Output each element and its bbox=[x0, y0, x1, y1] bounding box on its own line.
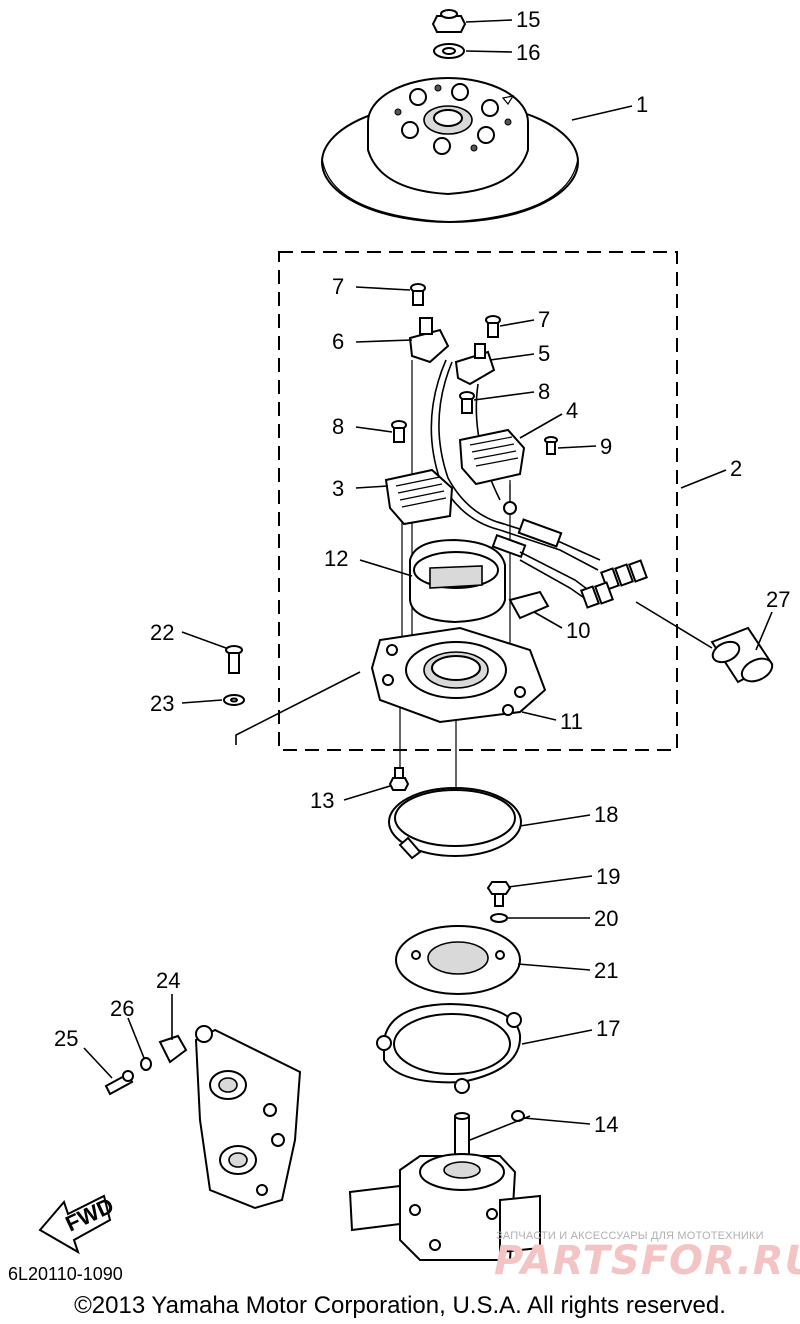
callout-7: 7 bbox=[332, 274, 344, 299]
part-4-charge-coil bbox=[458, 428, 526, 515]
copyright-notice: ©2013 Yamaha Motor Corporation, U.S.A. A… bbox=[74, 1292, 726, 1319]
part-16-washer bbox=[433, 43, 465, 59]
part-3-pulser-coil bbox=[384, 468, 454, 526]
callout-27: 27 bbox=[766, 587, 790, 612]
assembly-2-outline bbox=[278, 251, 678, 751]
part-11-stator-base bbox=[370, 626, 547, 724]
callout-16: 16 bbox=[516, 40, 540, 65]
part-6-clamp bbox=[408, 317, 450, 364]
callout-8: 8 bbox=[332, 414, 344, 439]
callout-9: 9 bbox=[600, 434, 612, 459]
part-25-screw bbox=[104, 1070, 134, 1096]
connector-terminals-upper bbox=[600, 559, 648, 591]
callout-5: 5 bbox=[538, 341, 550, 366]
leader-lines bbox=[83, 19, 773, 1141]
part-7-screw-right bbox=[485, 315, 501, 338]
callout-23: 23 bbox=[150, 691, 174, 716]
part-13-bolt bbox=[388, 767, 410, 791]
part-10-clip bbox=[508, 590, 550, 620]
part-9-screw bbox=[544, 436, 558, 455]
fwd-arrow: FWD bbox=[38, 1193, 118, 1255]
callout-10: 10 bbox=[566, 618, 590, 643]
powerhead-housing bbox=[348, 1112, 541, 1261]
callout-7: 7 bbox=[538, 307, 550, 332]
callout-4: 4 bbox=[566, 398, 578, 423]
part-26-washer bbox=[140, 1057, 152, 1071]
callout-labels: 15 16 1 7 7 6 5 8 8 4 9 2 3 12 27 10 22 … bbox=[54, 7, 790, 1137]
part-18-ring bbox=[388, 787, 522, 860]
callout-15: 15 bbox=[516, 7, 540, 32]
callout-6: 6 bbox=[332, 329, 344, 354]
watermark-tagline: ЗАПЧАСТИ И АКСЕССУАРЫ ДЛЯ МОТОТЕХНИКИ bbox=[496, 1230, 764, 1242]
connector-terminals-lower bbox=[580, 581, 614, 609]
callout-20: 20 bbox=[594, 906, 618, 931]
part-17-gasket bbox=[376, 1002, 522, 1094]
part-7-screw-left bbox=[410, 283, 426, 306]
part-23-washer bbox=[223, 694, 245, 706]
callout-22: 22 bbox=[150, 620, 174, 645]
part-27-cap bbox=[710, 626, 774, 684]
callout-21: 21 bbox=[594, 958, 618, 983]
callout-12: 12 bbox=[324, 546, 348, 571]
part-12-lighting-coil bbox=[409, 538, 506, 624]
part-20-washer bbox=[490, 913, 508, 923]
part-24-clip bbox=[158, 1034, 188, 1064]
callout-2: 2 bbox=[730, 456, 742, 481]
part-1-flywheel bbox=[321, 77, 579, 223]
callout-17: 17 bbox=[596, 1016, 620, 1041]
watermark-brand: PARTSFOR.RU bbox=[494, 1238, 800, 1284]
part-22-screw bbox=[225, 645, 243, 674]
callout-25: 25 bbox=[54, 1026, 78, 1051]
part-21-plate bbox=[395, 925, 521, 995]
callout-18: 18 bbox=[594, 802, 618, 827]
callout-3: 3 bbox=[332, 476, 344, 501]
part-8-screw-lower bbox=[391, 420, 407, 443]
callout-11: 11 bbox=[560, 709, 583, 734]
bracket-assembly bbox=[194, 1025, 302, 1210]
part-5-clamp bbox=[454, 343, 496, 386]
callout-19: 19 bbox=[596, 864, 620, 889]
callout-8: 8 bbox=[538, 379, 550, 404]
part-15-nut bbox=[431, 9, 467, 33]
part-8-screw-upper bbox=[459, 391, 475, 414]
part-19-bolt bbox=[486, 881, 512, 907]
callout-24: 24 bbox=[156, 968, 180, 993]
callout-13: 13 bbox=[310, 788, 334, 813]
callout-26: 26 bbox=[110, 996, 134, 1021]
diagram-code: 6L20110-1090 bbox=[8, 1264, 123, 1284]
callout-1: 1 bbox=[636, 92, 648, 117]
callout-14: 14 bbox=[594, 1112, 618, 1137]
